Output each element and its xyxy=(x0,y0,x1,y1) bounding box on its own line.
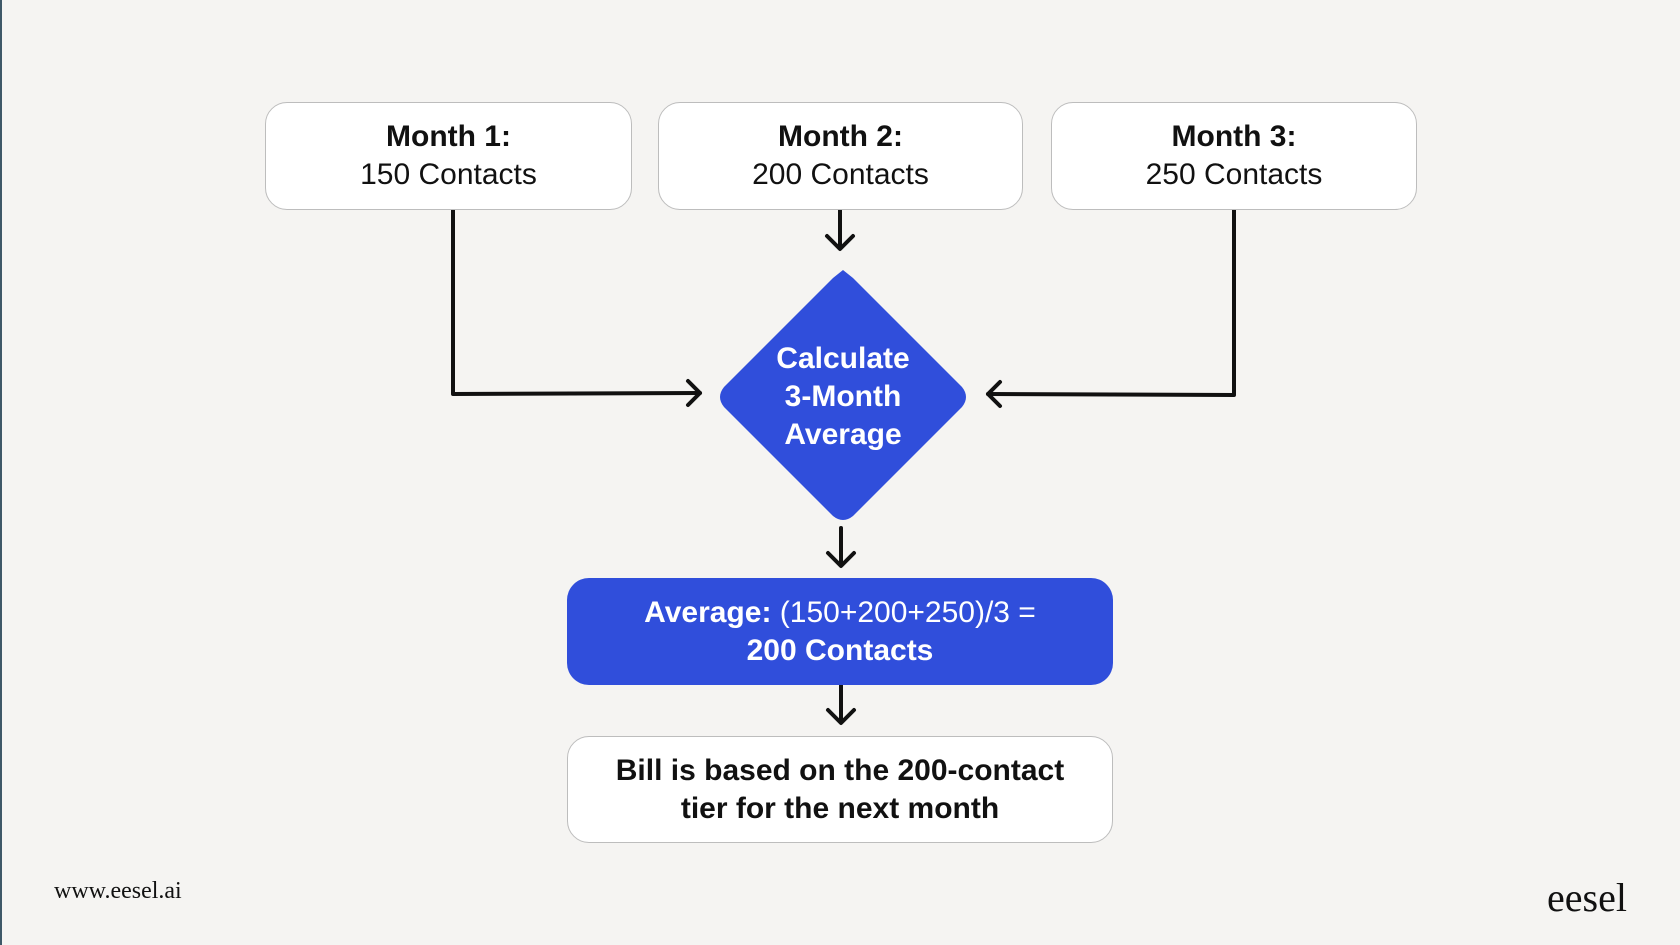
month-1-value: 150 Contacts xyxy=(360,158,537,191)
average-formula-line: Average: (150+200+250)/3 = xyxy=(644,594,1036,632)
calculate-average-decision: Calculate 3-Month Average xyxy=(712,266,974,528)
month-2-box: Month 2: 200 Contacts xyxy=(658,102,1023,210)
month3-connector-line xyxy=(986,208,1236,397)
decision-line-2: 3-Month xyxy=(784,380,902,413)
month3-arrowhead-icon xyxy=(986,380,1002,408)
bill-line-1: Bill is based on the 200-contact xyxy=(615,753,1065,787)
month-1-title: Month 1: xyxy=(386,120,511,153)
bill-outcome-box: Bill is based on the 200-contact tier fo… xyxy=(567,736,1113,843)
month-3-title: Month 3: xyxy=(1171,120,1297,153)
left-edge-strip xyxy=(0,0,2,945)
footer-url: www.eesel.ai xyxy=(54,878,182,904)
diamond-shape-icon xyxy=(720,270,966,520)
average-result-box: Average: (150+200+250)/3 = 200 Contacts xyxy=(567,578,1113,685)
month-2-title: Month 2: xyxy=(778,120,903,153)
average-to-bill-arrowhead-icon xyxy=(826,708,856,725)
decision-line-1: Calculate xyxy=(776,342,910,375)
average-label: Average: xyxy=(644,595,772,629)
decision-to-average-arrowhead-icon xyxy=(826,551,856,568)
eesel-logo: eesel xyxy=(1547,875,1627,920)
month1-connector-line xyxy=(451,208,702,396)
month-3-value: 250 Contacts xyxy=(1145,158,1323,191)
bill-line-2: tier for the next month xyxy=(680,791,1000,825)
average-formula: (150+200+250)/3 = xyxy=(771,595,1036,629)
decision-line-3: Average xyxy=(784,418,902,451)
month-2-value: 200 Contacts xyxy=(752,158,929,191)
month1-arrowhead-icon xyxy=(686,379,702,407)
month-3-box: Month 3: 250 Contacts xyxy=(1051,102,1417,210)
month2-arrowhead-icon xyxy=(825,234,855,251)
average-result: 200 Contacts xyxy=(746,633,934,667)
month-1-box: Month 1: 150 Contacts xyxy=(265,102,632,210)
